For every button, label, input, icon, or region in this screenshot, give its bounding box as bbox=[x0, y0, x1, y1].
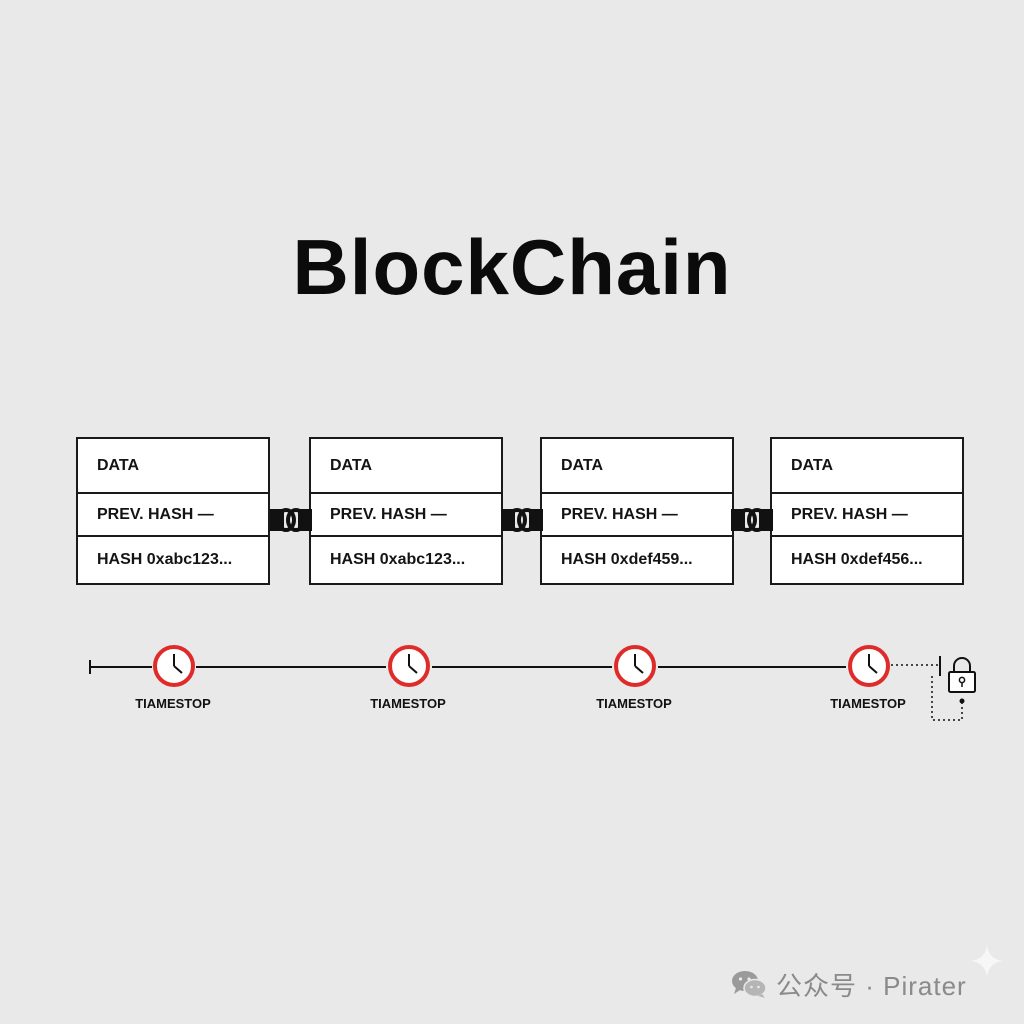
clock-icon bbox=[614, 645, 656, 687]
block-4: DATA PREV. HASH — HASH 0xdef456... bbox=[770, 437, 964, 585]
block-prev-hash-label: PREV. HASH — bbox=[78, 494, 268, 537]
chain-link-icon bbox=[731, 508, 773, 532]
timestamp-label: TIAMESTOP bbox=[370, 696, 446, 711]
block-prev-hash-label: PREV. HASH — bbox=[542, 494, 732, 537]
block-hash-label: HASH 0xdef459... bbox=[561, 551, 693, 568]
block-hash-label: HASH 0xdef456... bbox=[791, 551, 923, 568]
block-data-label: DATA bbox=[78, 439, 268, 494]
block-data-label: DATA bbox=[542, 439, 732, 494]
sparkle-icon bbox=[971, 945, 1003, 977]
lock-icon bbox=[948, 657, 976, 693]
block-prev-hash-label: PREV. HASH — bbox=[772, 494, 962, 537]
timestamp-label: TIAMESTOP bbox=[135, 696, 211, 711]
block-prev-hash-label: PREV. HASH — bbox=[311, 494, 501, 537]
page-title: BlockChain bbox=[292, 223, 732, 311]
block-hash-label: HASH 0xabc123... bbox=[330, 551, 466, 568]
timestamp-label: TIAMESTOP bbox=[596, 696, 672, 711]
chain-link-icon bbox=[501, 508, 543, 532]
block-2: DATA PREV. HASH — HASH 0xabc123... bbox=[309, 437, 503, 585]
watermark-text: 公众号 · Pirater bbox=[776, 970, 967, 1001]
chain-link-icon bbox=[270, 508, 312, 532]
block-hash-label: HASH 0xabc123... bbox=[97, 551, 233, 568]
lock-connector bbox=[931, 676, 963, 721]
connector-dot bbox=[959, 698, 965, 704]
clock-icon bbox=[153, 645, 195, 687]
block-data-label: DATA bbox=[311, 439, 501, 494]
wechat-icon bbox=[732, 971, 767, 998]
block-1: DATA PREV. HASH — HASH 0xabc123... bbox=[76, 437, 270, 585]
clock-icon bbox=[848, 645, 890, 687]
timeline bbox=[89, 645, 976, 721]
timestamp-label: TIAMESTOP bbox=[830, 696, 906, 711]
clock-icon bbox=[388, 645, 430, 687]
block-data-label: DATA bbox=[772, 439, 962, 494]
watermark: 公众号 · Pirater bbox=[730, 966, 967, 1002]
block-3: DATA PREV. HASH — HASH 0xdef459... bbox=[540, 437, 734, 585]
